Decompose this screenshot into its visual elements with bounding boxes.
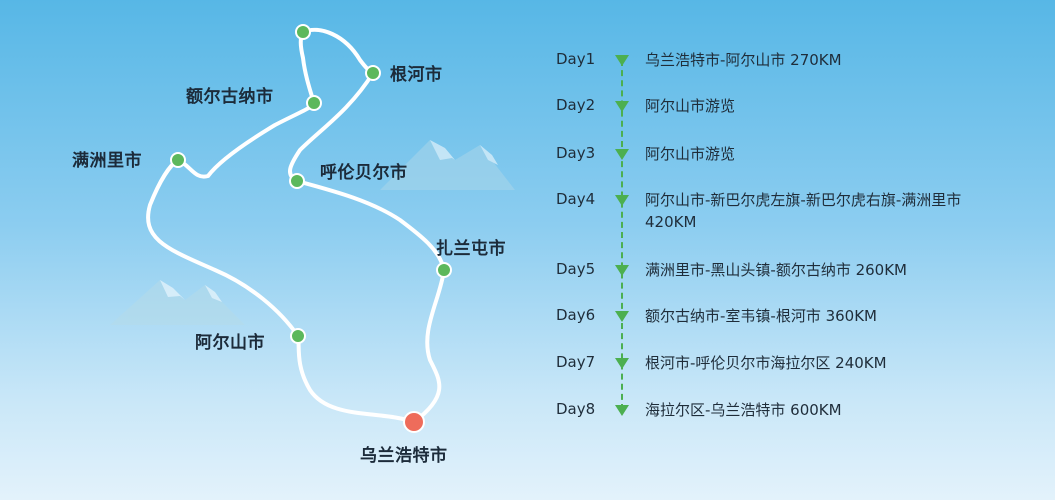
day-label: Day8 (556, 400, 596, 418)
mountain-icon (110, 280, 245, 325)
triangle-marker-icon (615, 358, 629, 369)
route-line (146, 27, 446, 424)
day-label: Day4 (556, 190, 596, 208)
waypoint-erguna (306, 95, 322, 111)
day-label: Day2 (556, 96, 596, 114)
mountain-icon (380, 140, 515, 190)
waypoint-manzhouli (170, 152, 186, 168)
day-description: 乌兰浩特市-阿尔山市 270KM (645, 51, 842, 69)
city-label-hulunbuir: 呼伦贝尔市 (320, 163, 408, 183)
day-label: Day7 (556, 353, 596, 371)
day-label: Day5 (556, 260, 596, 278)
triangle-marker-icon (615, 311, 629, 322)
triangle-marker-icon (615, 195, 629, 206)
triangle-marker-icon (615, 405, 629, 416)
day-description: 阿尔山市游览 (645, 97, 736, 115)
day-label: Day1 (556, 50, 596, 68)
day-description: 额尔古纳市-室韦镇-根河市 360KM (645, 307, 878, 325)
waypoint-hulunbuir (289, 173, 305, 189)
city-label-zhalantun: 扎兰屯市 (436, 239, 506, 259)
day-description: 满洲里市-黑山头镇-额尔古纳市 260KM (645, 261, 908, 279)
day-label: Day3 (556, 144, 596, 162)
waypoint-north (295, 24, 311, 40)
waypoint-ulanhot (403, 411, 425, 433)
waypoint-zhalantun (436, 262, 452, 278)
triangle-marker-icon (615, 265, 629, 276)
triangle-marker-icon (615, 101, 629, 112)
triangle-marker-icon (615, 55, 629, 66)
city-label-manzhouli: 满洲里市 (72, 151, 142, 171)
day-description: 阿尔山市-新巴尔虎左旗-新巴尔虎右旗-满洲里市 420KM (645, 191, 962, 231)
waypoint-arxan (290, 328, 306, 344)
city-label-ulanhot: 乌兰浩特市 (360, 446, 448, 466)
triangle-marker-icon (615, 149, 629, 160)
day-description: 阿尔山市游览 (645, 145, 736, 163)
day-description: 海拉尔区-乌兰浩特市 600KM (645, 401, 842, 419)
waypoint-genhe (365, 65, 381, 81)
city-label-erguna: 额尔古纳市 (186, 87, 274, 107)
timeline-line (621, 60, 623, 410)
city-label-arxan: 阿尔山市 (195, 333, 265, 353)
city-label-genhe: 根河市 (390, 65, 443, 85)
day-label: Day6 (556, 306, 596, 324)
day-description: 根河市-呼伦贝尔市海拉尔区 240KM (645, 354, 887, 372)
